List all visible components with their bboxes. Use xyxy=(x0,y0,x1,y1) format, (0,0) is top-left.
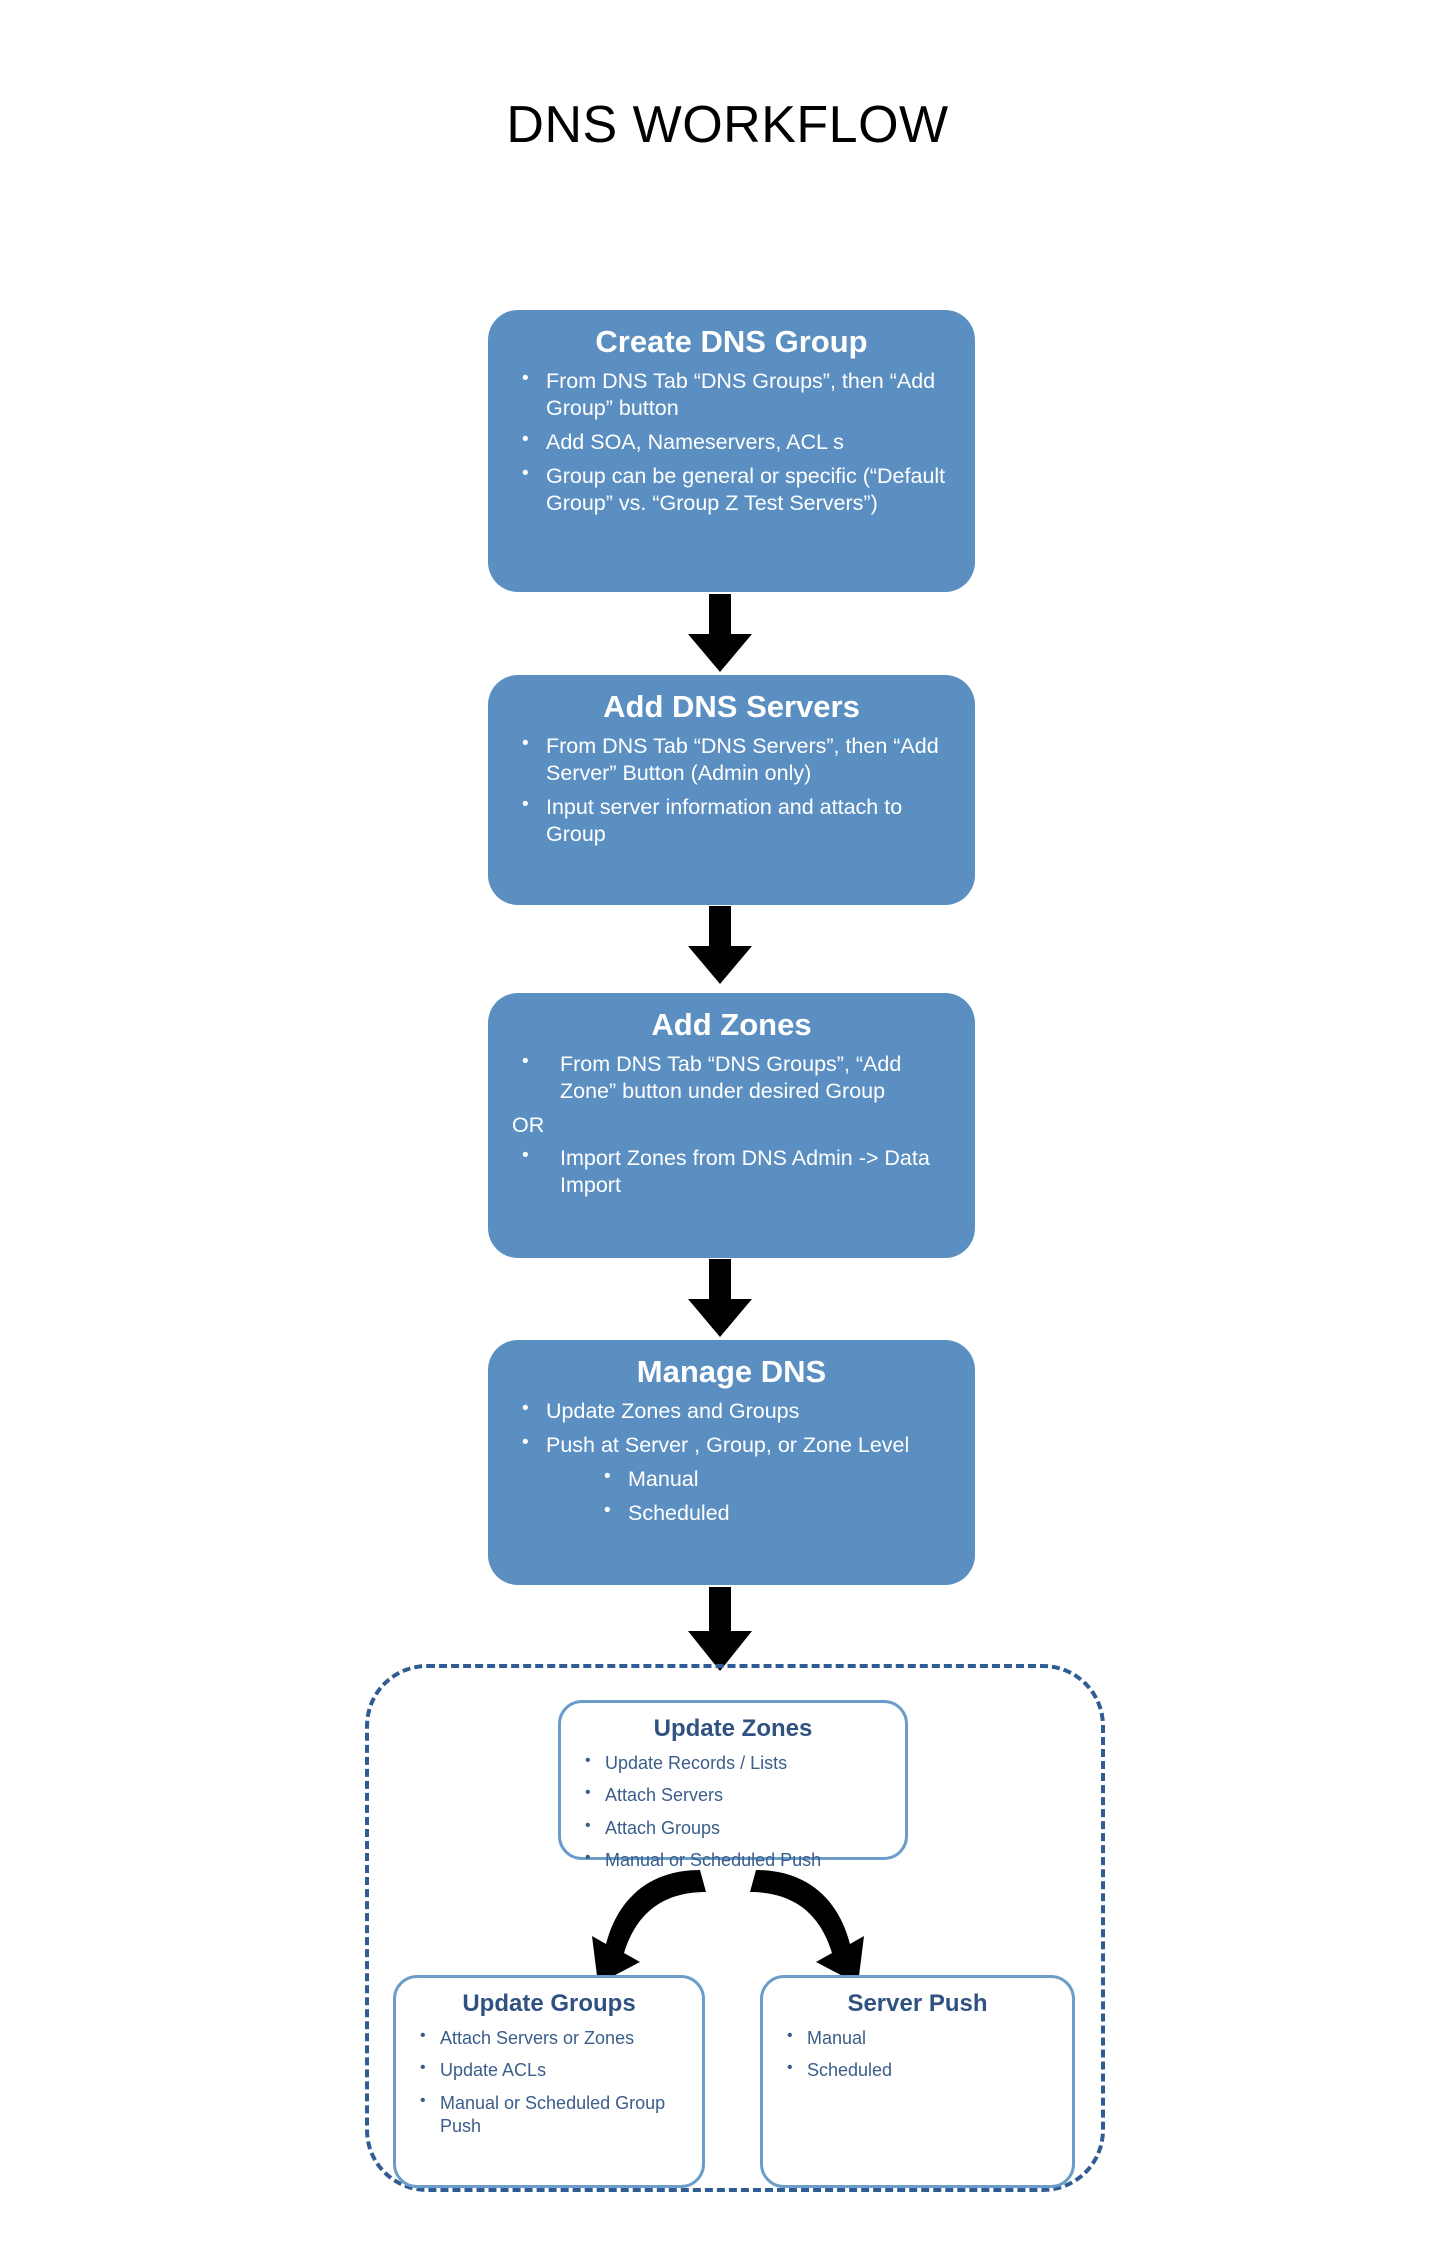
box-bullets-update-groups: Attach Servers or Zones Update ACLs Manu… xyxy=(396,2026,702,2139)
list-item: Attach Servers xyxy=(579,1783,891,1807)
stage-manage-dns[interactable]: Manage DNS Update Zones and Groups Push … xyxy=(488,1340,975,1585)
stage-create-dns-group[interactable]: Create DNS Group From DNS Tab “DNS Group… xyxy=(488,310,975,592)
arrow-update-zones-to-update-groups xyxy=(540,1858,740,1998)
list-item: From DNS Tab “DNS Groups”, “Add Zone” bu… xyxy=(518,1050,953,1105)
arrow-create-to-servers xyxy=(682,594,758,674)
detail-group-container xyxy=(365,1664,1105,2192)
stage-bullets-add-zones-before-or: From DNS Tab “DNS Groups”, “Add Zone” bu… xyxy=(488,1050,975,1105)
list-item: Manual xyxy=(518,1465,953,1493)
list-item: Update Zones and Groups xyxy=(518,1397,953,1425)
list-item: Add SOA, Nameservers, ACL s xyxy=(518,428,953,456)
box-title-update-groups: Update Groups xyxy=(462,1990,636,2017)
list-item: Manual or Scheduled Push xyxy=(579,1848,891,1872)
arrow-update-zones-to-server-push xyxy=(716,1858,916,1998)
box-bullets-server-push: Manual Scheduled xyxy=(763,2026,1072,2083)
stage-bullets-manage-dns: Update Zones and Groups Push at Server ,… xyxy=(488,1397,975,1527)
list-item: Attach Servers or Zones xyxy=(414,2026,688,2050)
stage-add-zones[interactable]: Add Zones From DNS Tab “DNS Groups”, “Ad… xyxy=(488,993,975,1258)
list-item: From DNS Tab “DNS Servers”, then “Add Se… xyxy=(518,732,953,787)
or-separator-label: OR xyxy=(512,1112,545,1137)
list-item: Scheduled xyxy=(518,1499,953,1527)
stage-bullets-add-dns-servers: From DNS Tab “DNS Servers”, then “Add Se… xyxy=(488,732,975,848)
list-item: Update Records / Lists xyxy=(579,1751,891,1775)
stage-title-add-zones: Add Zones xyxy=(651,1007,812,1042)
box-title-server-push: Server Push xyxy=(847,1990,988,2017)
list-item: Scheduled xyxy=(781,2058,1058,2082)
stage-title-add-dns-servers: Add DNS Servers xyxy=(603,689,860,724)
box-update-groups[interactable]: Update Groups Attach Servers or Zones Up… xyxy=(393,1975,705,2188)
list-item: Update ACLs xyxy=(414,2058,688,2082)
arrow-manage-to-update-zones xyxy=(682,1587,758,1673)
box-update-zones[interactable]: Update Zones Update Records / Lists Atta… xyxy=(558,1700,908,1870)
stage-add-dns-servers[interactable]: Add DNS Servers From DNS Tab “DNS Server… xyxy=(488,675,975,905)
page-title: DNS WORKFLOW xyxy=(506,96,949,154)
list-item: Import Zones from DNS Admin -> Data Impo… xyxy=(518,1144,953,1199)
list-item: Attach Groups xyxy=(579,1816,891,1840)
stage-bullets-create-dns-group: From DNS Tab “DNS Groups”, then “Add Gro… xyxy=(488,367,975,517)
list-item: From DNS Tab “DNS Groups”, then “Add Gro… xyxy=(518,367,953,422)
stage-bullets-add-zones-after-or: Import Zones from DNS Admin -> Data Impo… xyxy=(488,1144,975,1199)
box-title-update-zones: Update Zones xyxy=(653,1715,813,1742)
stage-title-create-dns-group: Create DNS Group xyxy=(595,324,868,359)
box-bullets-update-zones: Update Records / Lists Attach Servers At… xyxy=(561,1751,905,1873)
box-server-push[interactable]: Server Push Manual Scheduled xyxy=(760,1975,1075,2188)
list-item: Group can be general or specific (“Defau… xyxy=(518,462,953,517)
stage-title-manage-dns: Manage DNS xyxy=(636,1354,827,1389)
list-item: Input server information and attach to G… xyxy=(518,793,953,848)
list-item: Push at Server , Group, or Zone Level xyxy=(518,1431,953,1459)
arrow-servers-to-zones xyxy=(682,906,758,986)
list-item: Manual or Scheduled Group Push xyxy=(414,2091,688,2139)
arrow-zones-to-manage xyxy=(682,1259,758,1339)
list-item: Manual xyxy=(781,2026,1058,2050)
